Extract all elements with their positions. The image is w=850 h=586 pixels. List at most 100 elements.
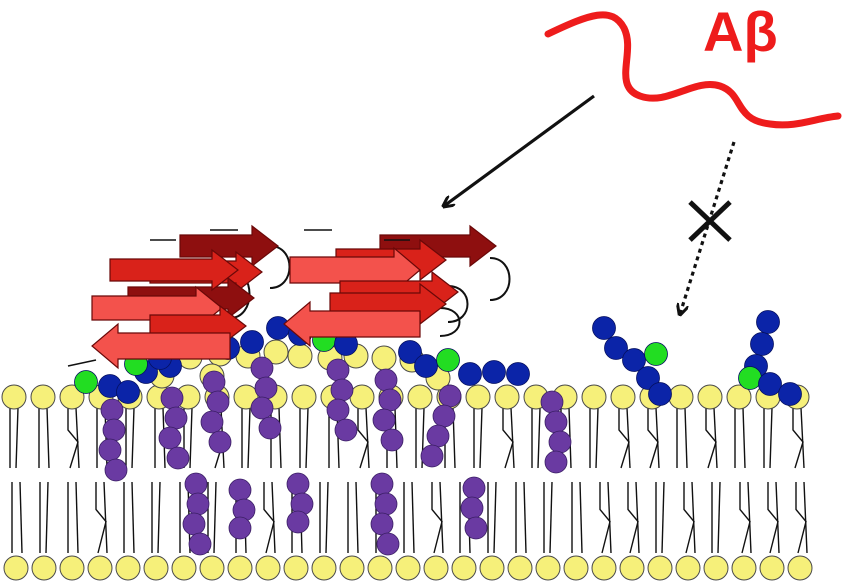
cholesterol-molecule [460, 476, 488, 540]
lipid-headgroup [668, 384, 694, 410]
lipid-tail [493, 481, 497, 554]
lipid-headgroup [759, 555, 785, 581]
lipid-headgroup [367, 555, 393, 581]
lipid-headgroup [339, 555, 365, 581]
cholesterol-bead [208, 430, 232, 454]
lipid-headgroup [423, 555, 449, 581]
lipid-headgroup [494, 384, 520, 410]
lipid-tail [325, 481, 329, 554]
cholesterol-bead [330, 378, 354, 402]
lipid-tail [131, 481, 135, 554]
lipid-tail [357, 408, 369, 469]
cholesterol-bead [374, 368, 398, 392]
beta-strand [91, 322, 231, 370]
cholesterol-bead [184, 472, 208, 496]
lipid-headgroup [731, 555, 757, 581]
sialic-acid-bead [74, 370, 98, 394]
blocked-binding-arrow [680, 141, 736, 314]
sugar-bead [604, 336, 628, 360]
lipid-tail [213, 481, 217, 554]
lipid-headgroup [647, 555, 673, 581]
lipid-headgroup [171, 555, 197, 581]
cholesterol-bead [464, 516, 488, 540]
lipid-tail [800, 407, 805, 469]
lipid-tail [46, 407, 50, 469]
lipid-headgroup [465, 384, 491, 410]
lipid-tail [607, 481, 612, 554]
sugar-bead [592, 316, 616, 340]
lipid-tail [626, 407, 631, 469]
cholesterol-molecule [370, 472, 400, 556]
cholesterol-bead [250, 396, 274, 420]
cholesterol-bead [104, 458, 128, 482]
sialic-acid-bead [436, 348, 460, 372]
lipid-tail [713, 407, 718, 469]
cholesterol-clusters [98, 356, 572, 556]
cholesterol-molecule [182, 472, 212, 556]
lipid-tail [795, 482, 807, 554]
sugar-bead [116, 380, 140, 404]
cholesterol-bead [380, 428, 404, 452]
lipid-headgroup [591, 555, 617, 581]
lipid-headgroup [703, 555, 729, 581]
lipid-headgroup [371, 345, 397, 371]
cholesterol-bead [438, 384, 462, 408]
sugar-bead [758, 372, 782, 396]
cholesterol-bead [228, 516, 252, 540]
lipid-tail [661, 481, 665, 554]
cholesterol-bead [200, 410, 224, 434]
lipid-headgroup [59, 384, 85, 410]
lipid-tail [739, 482, 751, 554]
lipid-headgroup [395, 555, 421, 581]
lipid-tail [189, 407, 193, 469]
cholesterol-bead [186, 492, 210, 516]
lipid-tail [411, 481, 415, 554]
lipid-tail [75, 407, 80, 469]
lipid-headgroup [227, 555, 253, 581]
lipid-tail [747, 481, 752, 554]
lipid-headgroup [3, 555, 29, 581]
lipid-headgroup [581, 384, 607, 410]
lipid-tail [691, 481, 696, 554]
lipid-headgroup [407, 384, 433, 410]
lipid-tail [803, 481, 808, 554]
sugar-bead [778, 382, 802, 406]
cholesterol-bead [286, 472, 310, 496]
cholesterol-bead [462, 476, 486, 500]
lipid-tail [618, 408, 630, 469]
lipid-headgroup [697, 384, 723, 410]
cholesterol-bead [370, 472, 394, 496]
lipid-tail [792, 408, 804, 469]
lipid-tail [655, 407, 660, 469]
lipid-tail [305, 407, 309, 469]
cholesterol-bead [548, 430, 572, 454]
sugar-bead [636, 366, 660, 390]
x-mark-stroke [688, 200, 732, 242]
lipid-headgroup [255, 555, 281, 581]
cholesterol-bead [334, 418, 358, 442]
lipid-tail [271, 481, 276, 554]
lipid-tail [131, 407, 135, 469]
cholesterol-bead [460, 496, 484, 520]
sugar-bead [398, 340, 422, 364]
cholesterol-bead [102, 418, 126, 442]
lipid-headgroup [675, 555, 701, 581]
lipid-tail [103, 481, 108, 554]
lipid-tail [45, 481, 49, 554]
lipid-tail [537, 407, 541, 469]
lipid-tail [431, 482, 443, 554]
lipid-headgroup [59, 555, 85, 581]
cholesterol-bead [426, 424, 450, 448]
lipid-tail [479, 407, 483, 469]
cholesterol-bead [286, 510, 310, 534]
sugar-bead [414, 354, 438, 378]
lipid-tail [705, 408, 717, 469]
binding-arrow [444, 94, 595, 206]
lipid-tail [247, 407, 251, 469]
lipid-headgroup [451, 555, 477, 581]
lipid-headgroup [87, 555, 113, 581]
beta-sheet-aggregate [67, 224, 511, 370]
lipid-tail [439, 481, 444, 554]
